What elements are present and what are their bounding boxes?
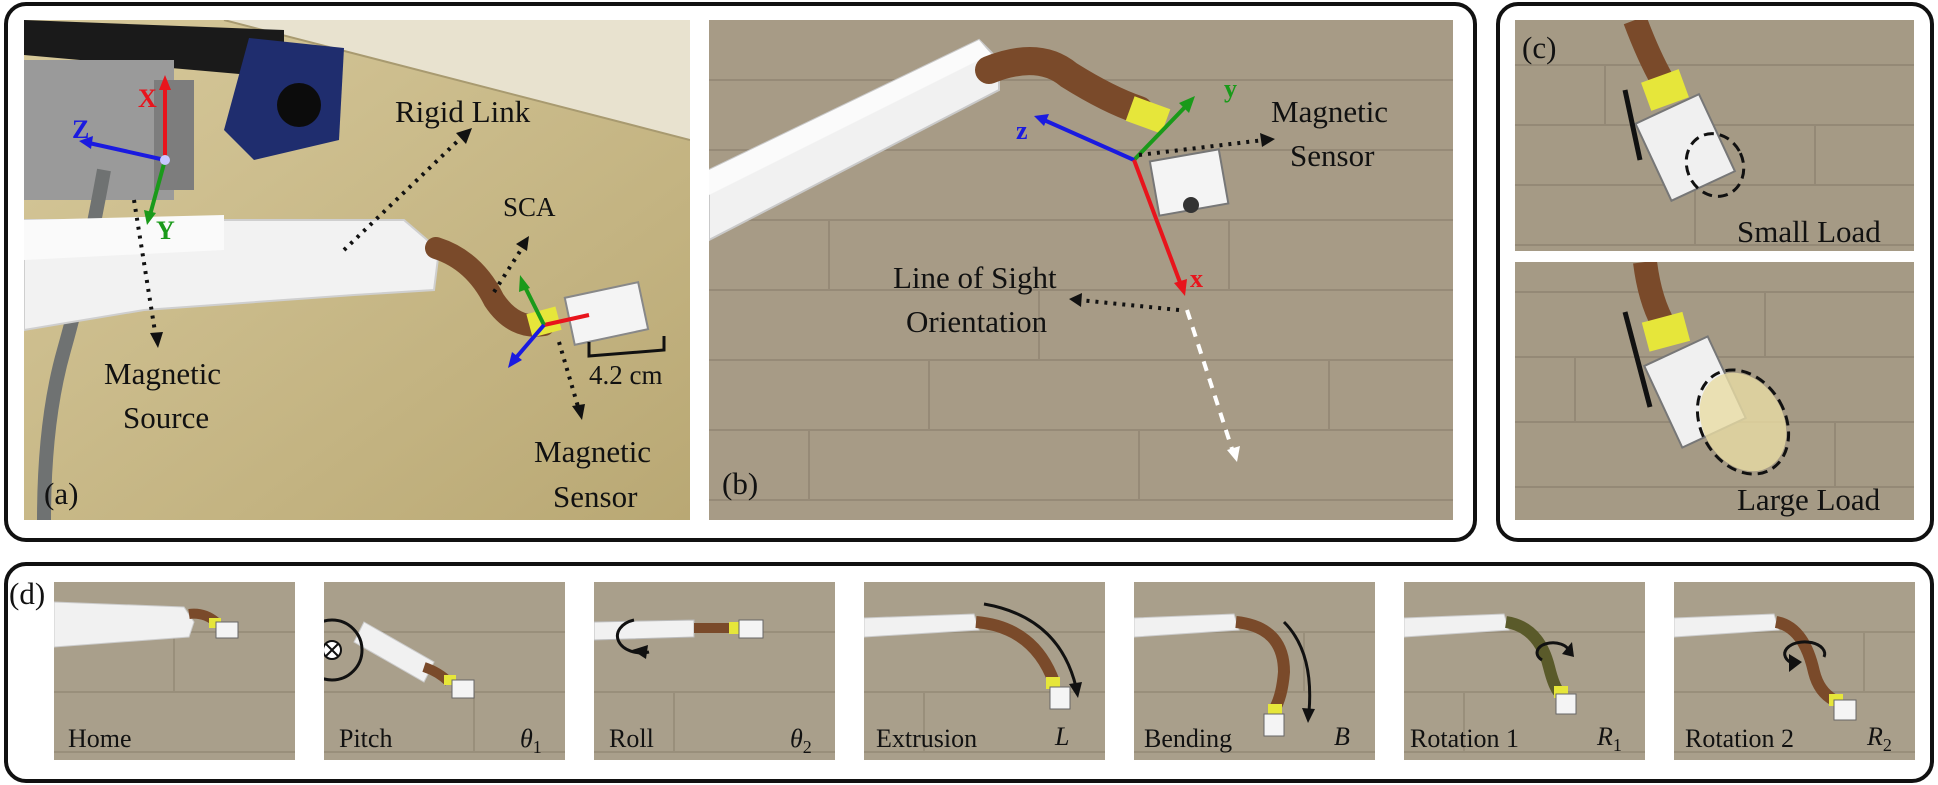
panel-c-large-load-photo bbox=[1515, 262, 1914, 520]
line-of-sight-label-2: Orientation bbox=[906, 304, 1048, 339]
frame-label-home: Home bbox=[68, 724, 132, 753]
extrusion-photo bbox=[864, 582, 1105, 760]
home-photo bbox=[54, 582, 295, 760]
panel-c-frame bbox=[1496, 2, 1934, 542]
rigid-link-label: Rigid Link bbox=[395, 94, 531, 129]
theta-symbol: θ bbox=[520, 724, 533, 753]
magnetic-sensor-label-a-2: Sensor bbox=[553, 479, 638, 514]
axis-y-label-a: Y bbox=[156, 216, 175, 245]
small-load-label: Small Load bbox=[1737, 214, 1881, 249]
frame-symbol-rotation-1: R1 bbox=[1597, 722, 1622, 756]
frame-symbol-rotation-2: R2 bbox=[1867, 722, 1892, 756]
frame-symbol-bending: B bbox=[1334, 722, 1350, 751]
magnetic-source-label-1: Magnetic bbox=[104, 356, 222, 391]
magnetic-sensor-label-b-2: Sensor bbox=[1290, 138, 1375, 173]
r-subscript: 1 bbox=[1612, 735, 1622, 756]
r-symbol: R bbox=[1867, 722, 1883, 751]
panel-ab-frame bbox=[4, 2, 1477, 542]
panel-b-tag: (b) bbox=[722, 466, 759, 501]
magnetic-source-label-2: Source bbox=[123, 400, 210, 435]
rotation-1-photo bbox=[1404, 582, 1645, 760]
dimension-label: 4.2 cm bbox=[589, 360, 663, 390]
magnetic-sensor-label-a-1: Magnetic bbox=[534, 434, 652, 469]
axis-x-label-a: X bbox=[138, 84, 157, 113]
sca-label: SCA bbox=[503, 192, 556, 222]
magnetic-sensor-label-b-1: Magnetic bbox=[1271, 94, 1389, 129]
theta-subscript: 2 bbox=[802, 737, 812, 758]
rotation-2-photo bbox=[1674, 582, 1915, 760]
panel-b-photo bbox=[709, 20, 1453, 520]
r-symbol: R bbox=[1597, 722, 1613, 751]
theta-subscript: 1 bbox=[532, 737, 542, 758]
frame-label-roll: Roll bbox=[609, 724, 654, 753]
frame-label-bending: Bending bbox=[1144, 724, 1233, 753]
frame-label-rotation-2: Rotation 2 bbox=[1685, 724, 1795, 753]
panel-a-photo bbox=[24, 20, 690, 520]
pitch-photo bbox=[324, 582, 565, 760]
frame-label-pitch: Pitch bbox=[339, 724, 393, 753]
line-of-sight-label-1: Line of Sight bbox=[893, 260, 1057, 295]
panel-c-small-load-photo bbox=[1515, 20, 1914, 251]
panel-d-tag: (d) bbox=[9, 576, 46, 611]
r-subscript: 2 bbox=[1882, 735, 1892, 756]
bending-photo bbox=[1134, 582, 1375, 760]
axis-z-label-b: z bbox=[1016, 116, 1028, 145]
panel-c-tag: (c) bbox=[1522, 30, 1557, 65]
frame-label-extrusion: Extrusion bbox=[876, 724, 978, 753]
panel-a-tag: (a) bbox=[44, 476, 79, 511]
large-load-label: Large Load bbox=[1737, 482, 1881, 517]
panel-d-frame bbox=[4, 562, 1934, 783]
frame-symbol-extrusion: L bbox=[1055, 722, 1070, 751]
frame-label-rotation-1: Rotation 1 bbox=[1410, 724, 1520, 753]
frame-symbol-pitch: θ1 bbox=[520, 724, 542, 758]
axis-x-label-b: x bbox=[1190, 264, 1203, 293]
frame-symbol-roll: θ2 bbox=[790, 724, 812, 758]
axis-z-label-a: Z bbox=[72, 115, 90, 144]
theta-symbol: θ bbox=[790, 724, 803, 753]
axis-y-label-b: y bbox=[1224, 74, 1237, 103]
roll-photo bbox=[594, 582, 835, 760]
